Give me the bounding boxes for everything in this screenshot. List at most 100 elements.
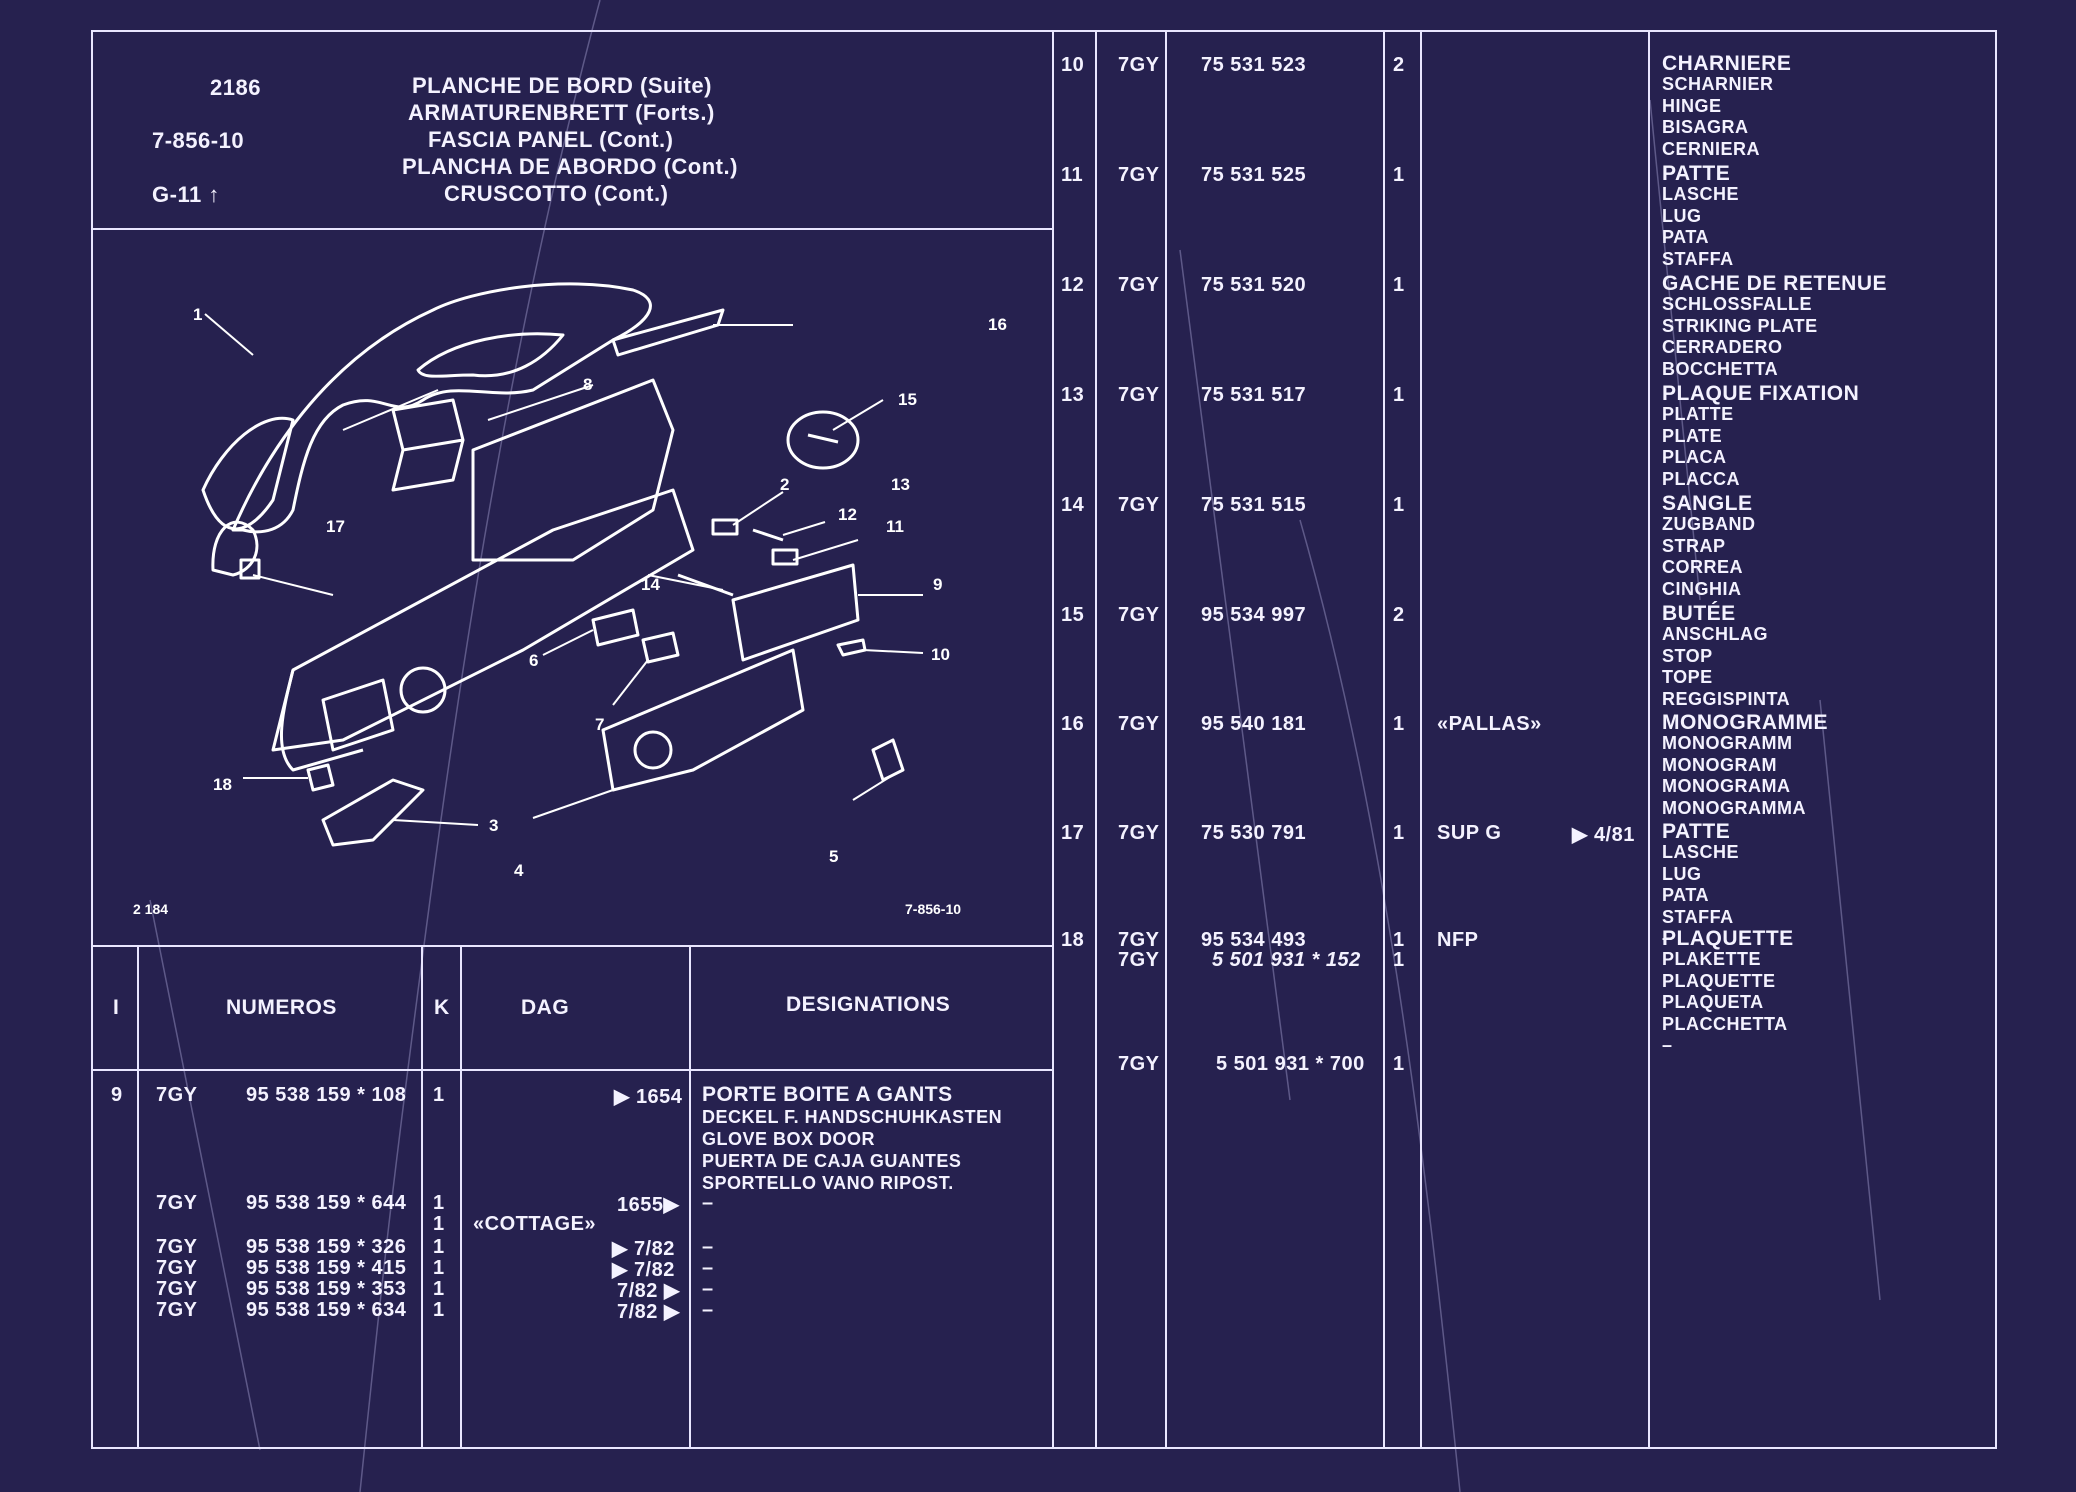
row-designation: –	[1662, 1035, 1673, 1055]
title-de: ARMATURENBRETT (Forts.)	[408, 100, 715, 125]
row-dag: NFP	[1437, 929, 1479, 951]
item-number: 15	[1061, 604, 1085, 626]
row-number: 75 531 525	[1201, 164, 1307, 186]
row-number: 95 540 181	[1201, 713, 1307, 735]
row-designation: GACHE DE RETENUE	[1662, 272, 1888, 295]
row-code: 7GY	[1118, 1053, 1160, 1075]
row-designation: –	[702, 1299, 714, 1321]
row-code: 7GY	[1118, 604, 1160, 626]
callout-7: 7	[595, 715, 604, 734]
row-k: 1	[433, 1257, 445, 1279]
callout-4: 4	[514, 861, 524, 880]
row-number: 75 531 523	[1201, 54, 1307, 76]
row-number: 95 538 159 * 644	[246, 1192, 407, 1214]
row-code: 7GY	[156, 1299, 198, 1321]
row-designation: TOPE	[1662, 667, 1713, 687]
col-rule	[1095, 30, 1097, 1449]
row-code: 7GY	[156, 1278, 198, 1300]
illustration-ref: 7-856-10	[152, 128, 245, 153]
row-designation: GLOVE BOX DOOR	[702, 1129, 876, 1149]
row-k: 1	[433, 1236, 445, 1258]
row-designation: SANGLE	[1662, 492, 1753, 515]
row-designation: PATA	[1662, 885, 1709, 905]
col-rule	[1383, 30, 1385, 1449]
row-k: 1	[1393, 929, 1405, 951]
row-dag: SUP G	[1437, 822, 1502, 844]
row-designation: STAFFA	[1662, 248, 1734, 269]
row-designation: LASCHE	[1662, 842, 1740, 862]
row-code: 7GY	[1118, 822, 1160, 844]
part-12-striking-plate	[752, 528, 784, 542]
row-dag: «COTTAGE»	[473, 1213, 597, 1235]
row-date: 7/82 ▶	[617, 1280, 680, 1302]
col-rule	[137, 945, 139, 1449]
item-number: 11	[1061, 164, 1084, 186]
row-number: 95 538 159 * 415	[246, 1257, 407, 1279]
diagram-stamp-right: 7-856-10	[905, 901, 961, 917]
callout-17: 17	[326, 517, 345, 536]
callout-16: 16	[988, 315, 1007, 334]
part-9-glovebox-door	[731, 563, 860, 662]
row-designation: STRAP	[1662, 535, 1726, 556]
part-14-strap	[677, 573, 734, 597]
callout-18: 18	[213, 775, 232, 794]
row-designation: PLACCA	[1662, 468, 1740, 489]
row-code: 7GY	[156, 1192, 198, 1214]
row-code: 7GY	[1118, 384, 1160, 406]
row-code: 7GY	[1118, 929, 1160, 951]
item-number: 16	[1061, 713, 1085, 735]
group-code: G-11 ↑	[152, 182, 220, 208]
item-number: 17	[1061, 822, 1085, 844]
column-header-divider	[91, 1069, 1053, 1071]
part-10-hinge	[836, 638, 867, 657]
col-rule	[421, 945, 423, 1449]
row-code: 7GY	[1118, 713, 1160, 735]
callout-12: 12	[838, 505, 857, 524]
row-number: 95 538 159 * 326	[246, 1236, 407, 1258]
part-18	[306, 763, 335, 792]
row-dag: «PALLAS»	[1437, 713, 1542, 735]
item-number: 9	[111, 1084, 123, 1106]
row-code: 7GY	[156, 1257, 198, 1279]
title-es: PLANCHA DE ABORDO (Cont.)	[402, 154, 738, 179]
row-designation: PLAQUETA	[1662, 992, 1764, 1012]
row-k: 1	[1393, 164, 1405, 186]
row-designation: –	[702, 1236, 714, 1258]
row-designation: PATA	[1662, 227, 1709, 247]
callout-6: 6	[529, 651, 538, 670]
row-designation: CERNIERA	[1662, 138, 1761, 159]
col-header-numeros: NUMEROS	[226, 996, 337, 1019]
row-designation: HINGE	[1662, 95, 1722, 116]
page-number: 2186	[210, 75, 261, 100]
row-designation: MONOGRAMMA	[1662, 797, 1806, 818]
row-designation: CINGHIA	[1662, 578, 1742, 599]
row-date: ▶ 7/82	[612, 1238, 675, 1260]
row-k: 1	[433, 1084, 445, 1106]
callout-2: 2	[780, 475, 789, 494]
row-designation: CERRADERO	[1662, 337, 1783, 357]
row-k: 1	[433, 1278, 445, 1300]
row-designation: PLAQUETTE	[1662, 927, 1794, 950]
col-rule	[1648, 30, 1650, 1449]
center-divider	[1052, 30, 1054, 1449]
row-designation: MONOGRAMME	[1662, 711, 1828, 734]
title-fr: PLANCHE DE BORD (Suite)	[412, 73, 712, 98]
row-code: 7GY	[1118, 494, 1160, 516]
part-15-stop	[786, 410, 860, 470]
row-designation: STOP	[1662, 645, 1713, 666]
row-code: 7GY	[1118, 54, 1160, 76]
row-designation: STRIKING PLATE	[1662, 315, 1818, 336]
row-k: 1	[433, 1192, 445, 1214]
part-4-lower-panel	[601, 648, 805, 792]
group-label: G-11	[152, 182, 202, 207]
row-designation: STAFFA	[1662, 906, 1734, 927]
row-designation: PATTE	[1662, 820, 1731, 843]
row-designation: PLAQUETTE	[1662, 970, 1776, 991]
col-rule	[1165, 30, 1167, 1449]
row-designation: PLAKETTE	[1662, 949, 1762, 969]
callout-1: 1	[193, 305, 202, 324]
col-rule	[1420, 30, 1422, 1449]
callout-13: 13	[891, 475, 910, 494]
row-date: ▶ 1654	[614, 1086, 683, 1108]
row-number: 75 531 520	[1201, 274, 1307, 296]
